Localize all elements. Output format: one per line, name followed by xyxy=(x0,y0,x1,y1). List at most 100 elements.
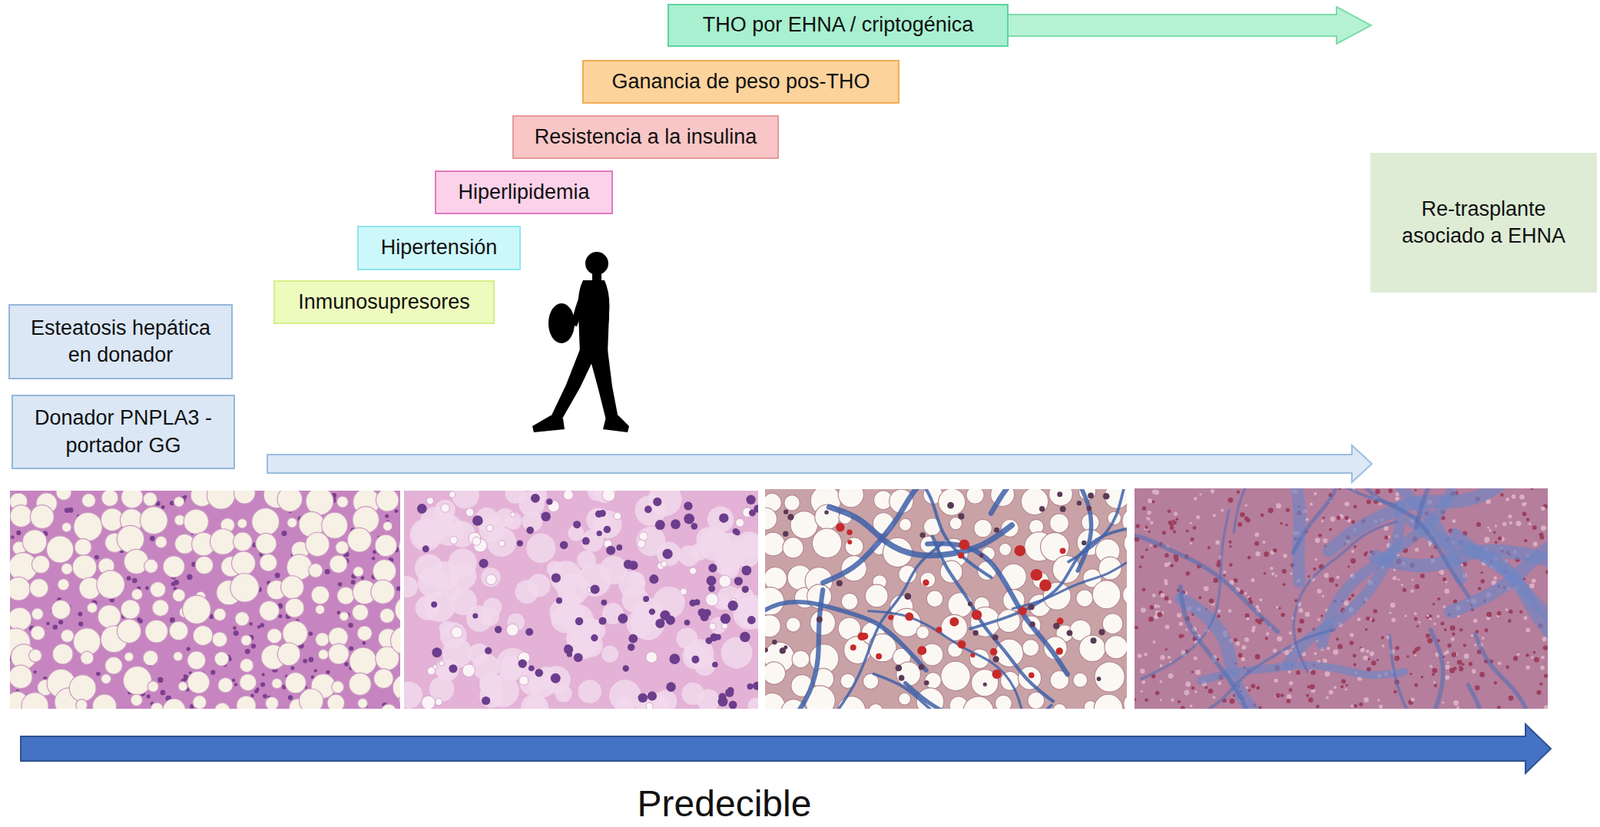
tissue-cell xyxy=(621,586,649,613)
tissue-cell xyxy=(1497,661,1502,666)
tissue-cell xyxy=(613,512,622,521)
tissue-cell xyxy=(404,576,418,598)
tissue-cell xyxy=(46,536,74,564)
tissue-cell xyxy=(321,512,348,539)
tissue-cell xyxy=(1286,694,1292,700)
tissue-cell xyxy=(526,533,556,564)
tissue-cell xyxy=(361,576,365,580)
tissue-cell xyxy=(1180,706,1186,709)
tissue-cell xyxy=(1229,698,1236,705)
tissue-cell xyxy=(1360,647,1365,653)
tissue-cell xyxy=(1479,672,1485,678)
tissue-cell xyxy=(983,682,988,687)
tissue-cell xyxy=(556,597,563,604)
tissue-cell xyxy=(308,631,314,637)
tissue-cell xyxy=(706,576,717,587)
tissue-cell xyxy=(327,643,349,665)
tissue-cell xyxy=(347,622,353,628)
tissue-cell xyxy=(1533,651,1537,655)
tissue-cell xyxy=(265,696,279,709)
tissue-cell xyxy=(1427,638,1433,644)
tissue-cell xyxy=(660,560,667,567)
tissue-cell xyxy=(1255,551,1261,557)
tissue-cell xyxy=(132,578,138,584)
tissue-cell xyxy=(898,692,911,706)
tissue-cell xyxy=(145,586,150,590)
donor-factor-box: Esteatosis hepática en donador xyxy=(8,304,233,380)
tissue-cell xyxy=(782,530,789,537)
tissue-cell xyxy=(1194,690,1198,694)
tissue-cell xyxy=(1414,683,1418,688)
tissue-cell xyxy=(392,674,401,702)
tissue-cell xyxy=(1096,676,1102,682)
tissue-cell xyxy=(966,489,984,504)
person-leg xyxy=(550,349,597,421)
fibrosis-strand xyxy=(1068,489,1127,563)
tissue-cell xyxy=(1391,617,1396,623)
box-text: Esteatosis hepática en donador xyxy=(19,314,222,369)
tissue-cell xyxy=(1414,653,1418,657)
tissue-cell xyxy=(57,579,70,591)
tissue-cell xyxy=(157,677,163,683)
fibrosis-strand xyxy=(1450,530,1548,613)
tissue-cell xyxy=(957,513,964,520)
fibrosis-strand xyxy=(1375,550,1548,571)
tissue-cell xyxy=(259,553,278,572)
tissue-cell xyxy=(46,622,50,626)
tissue-cell xyxy=(16,530,21,536)
tissue-cell xyxy=(149,536,156,542)
tissue-cell xyxy=(904,612,914,622)
tissue-cell xyxy=(97,605,121,629)
axis-label: Predecible xyxy=(637,781,812,827)
tissue-cell xyxy=(1488,529,1491,532)
tissue-cell xyxy=(1334,583,1339,587)
tissue-cell xyxy=(648,490,683,517)
tissue-cell xyxy=(1332,649,1339,656)
tissue-cell xyxy=(850,644,857,651)
tissue-cell xyxy=(1144,698,1148,702)
tissue-cell xyxy=(957,640,966,650)
tissue-cell xyxy=(186,646,191,651)
tissue-cell xyxy=(1444,628,1448,632)
tissue-cell xyxy=(734,576,743,586)
tissue-cell xyxy=(904,592,911,600)
tissue-cell xyxy=(1147,498,1153,504)
tissue-cell xyxy=(918,664,925,671)
fibrosis-strand xyxy=(970,526,1127,630)
tissue-cell xyxy=(655,520,666,531)
tissue-cell xyxy=(958,539,970,550)
fibrosis-strand xyxy=(1180,586,1250,709)
tissue-cell xyxy=(1242,645,1247,650)
tissue-cell xyxy=(940,661,971,691)
tissue-cell xyxy=(472,613,478,620)
tissue-cell xyxy=(1494,524,1498,528)
tissue-cell xyxy=(1060,506,1067,513)
tissue-cell xyxy=(715,542,746,573)
tissue-cell xyxy=(1189,705,1193,709)
tissue-cell xyxy=(81,493,96,508)
tissue-cell xyxy=(1543,674,1548,679)
tissue-cell xyxy=(637,539,646,549)
tissue-cell xyxy=(239,674,257,692)
tissue-cell xyxy=(1541,637,1547,643)
tissue-cell xyxy=(991,669,1001,680)
tissue-cell xyxy=(1348,597,1352,601)
tissue-cell xyxy=(214,652,229,667)
tissue-cell xyxy=(182,595,212,624)
tissue-cell xyxy=(747,616,756,625)
tissue-cell xyxy=(302,659,308,664)
tissue-cell xyxy=(875,653,882,660)
tissue-cell xyxy=(1103,493,1110,501)
tissue-cell xyxy=(336,496,348,508)
tissue-cell xyxy=(1222,574,1226,577)
tissue-cell xyxy=(1307,575,1310,578)
tissue-cell xyxy=(1281,569,1287,574)
tissue-cell xyxy=(29,505,54,530)
tissue-cell xyxy=(1338,488,1342,491)
tissue-cell xyxy=(86,602,98,614)
tissue-cell xyxy=(421,695,436,709)
tissue-cell xyxy=(782,537,804,559)
tissue-cell xyxy=(1104,636,1127,660)
tissue-cell xyxy=(728,701,738,709)
tissue-cell xyxy=(1149,605,1155,610)
